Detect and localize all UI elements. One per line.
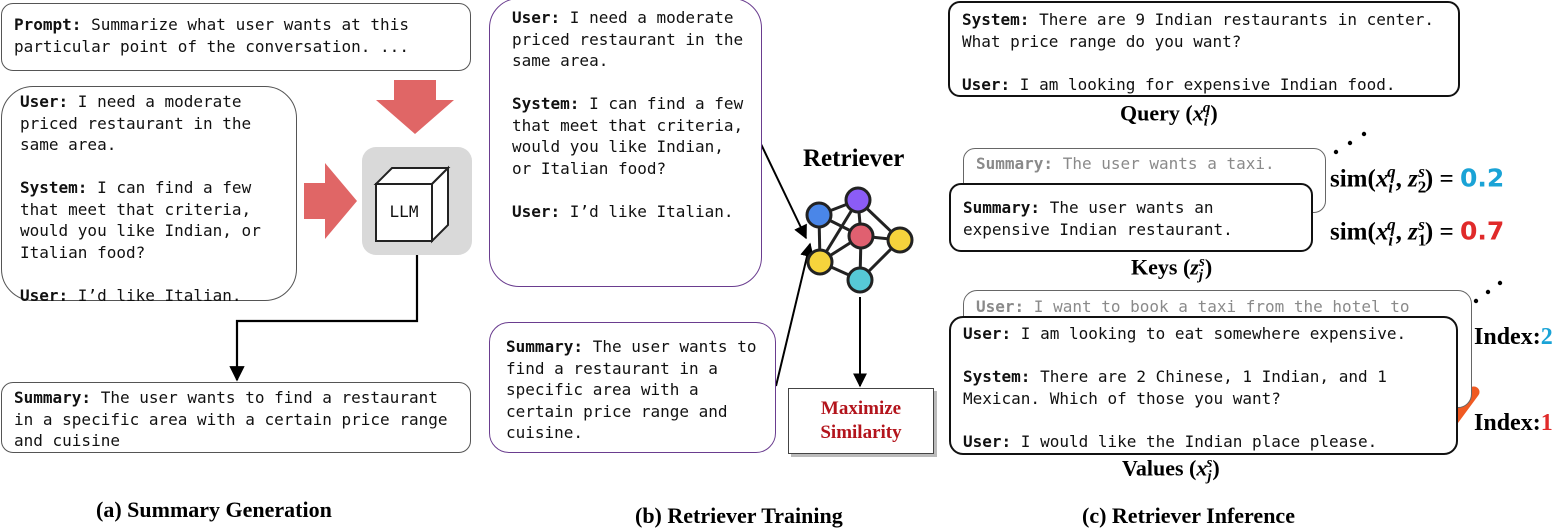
query-box: System: There are 9 Indian restaurants i… <box>948 1 1460 97</box>
index-2-key: Index: <box>1474 324 1541 350</box>
index-2-value: 2 <box>1540 324 1553 350</box>
summary-text: The user wants a taxi. <box>1053 154 1275 173</box>
dialogue-text: I can find a few that meet that criteria… <box>20 178 261 262</box>
speaker-label: User: <box>962 74 1011 94</box>
dialogue-text: There are 2 Chinese, 1 Indian, and 1 Mex… <box>963 367 1387 408</box>
speaker-label: System: <box>963 367 1031 386</box>
red-arrow-right <box>304 163 357 239</box>
llm-cube-icon <box>373 165 451 244</box>
dialogue-box-a: User: I need a moderate priced restauran… <box>1 86 297 305</box>
llm-label: LLM <box>389 202 419 221</box>
summary-box-b: Summary: The user wants to find a restau… <box>489 322 776 453</box>
speaker-label: System: <box>20 178 88 197</box>
dialogue-to-retriever-arrow <box>759 141 807 240</box>
dialogue-text: There are 9 Indian restaurants in center… <box>962 10 1435 51</box>
query-label: Query (xiq) <box>1120 100 1218 130</box>
similarity-score-1: sim(xiq, z1s) = 0.7 <box>1330 215 1505 250</box>
similarity-score-2: sim(xiq, z2s) = 0.2 <box>1330 162 1505 197</box>
dialogue-text: I am looking to eat somewhere expensive. <box>1011 324 1407 343</box>
dialogue-text: I can find a few that meet that criteria… <box>512 94 744 178</box>
query-label-text: Query <box>1120 100 1180 126</box>
speaker-label: User: <box>512 201 561 221</box>
summary-key: Summary: <box>506 337 584 356</box>
dialogue-text: I am looking for expensive Indian food. <box>1010 74 1396 94</box>
speaker-label: User: <box>963 431 1012 451</box>
speaker-label: User: <box>20 92 69 111</box>
index-1-key: Index: <box>1474 410 1541 436</box>
retriever-network-icon <box>805 186 914 294</box>
caption-b: (b) Retriever Training <box>635 503 843 528</box>
llm-block: LLM <box>362 147 472 255</box>
sim-func-label: sim <box>1330 218 1368 246</box>
objective-line-2: Similarity <box>820 422 902 443</box>
values-label: Values (xjs) <box>1122 455 1220 485</box>
summary-text: The user wants to find a restaurant in a… <box>14 388 448 450</box>
dialogue-box-b: User: I need a moderate priced restauran… <box>489 0 762 287</box>
dialogue-text: I need a moderate priced restaurant in t… <box>512 8 744 70</box>
index-1-label: Index:1 <box>1474 410 1553 437</box>
prompt-key: Prompt: <box>14 15 82 34</box>
sim-func-label: sim <box>1330 165 1368 193</box>
caption-a: (a) Summary Generation <box>96 497 332 522</box>
index-1-value: 1 <box>1540 410 1553 436</box>
keys-label-text: Keys <box>1131 254 1178 280</box>
objective-line-1: Maximize <box>820 398 902 419</box>
value-card-front: User: I am looking to eat somewhere expe… <box>949 316 1458 455</box>
values-label-text: Values <box>1122 455 1184 481</box>
speaker-label: User: <box>512 8 561 27</box>
speaker-label: User: <box>976 297 1025 316</box>
retriever-label: Retriever <box>803 145 905 172</box>
dialogue-text: I would like the Indian place please. <box>1011 431 1378 451</box>
speaker-label: System: <box>962 10 1030 29</box>
prompt-text: Summarize what user wants at this partic… <box>14 15 409 56</box>
ellipsis-dots-mid <box>1473 280 1503 304</box>
summary-box-a: Summary: The user wants to find a restau… <box>1 382 471 453</box>
keys-label: Keys (zjs) <box>1131 254 1213 284</box>
ellipsis-dots-top <box>1333 131 1367 155</box>
dialogue-text: I want to book a taxi from the hotel to <box>1024 297 1410 316</box>
caption-c: (c) Retriever Inference <box>1082 503 1295 528</box>
summary-to-retriever-arrow <box>775 242 814 387</box>
prompt-box: Prompt: Summarize what user wants at thi… <box>1 3 471 71</box>
dialogue-text: I’d like Italian. <box>560 201 734 221</box>
dialogue-text: I’d like Italian. <box>68 285 242 305</box>
summary-text: The user wants to find a restaurant in a… <box>506 337 757 442</box>
llm-to-summary-arrow <box>229 255 419 382</box>
red-arrow-down <box>376 80 454 134</box>
similarity-value-1: 0.7 <box>1460 216 1505 246</box>
summary-key: Summary: <box>976 154 1054 173</box>
key-card-front: Summary: The user wants an expensive Ind… <box>949 183 1313 252</box>
summary-key: Summary: <box>963 198 1041 217</box>
similarity-value-2: 0.2 <box>1460 163 1505 193</box>
index-2-label: Index:2 <box>1474 324 1553 351</box>
summary-key: Summary: <box>14 388 92 407</box>
objective-box: Maximize Similarity <box>788 388 934 454</box>
speaker-label: User: <box>963 324 1012 343</box>
speaker-label: System: <box>512 94 580 113</box>
summary-text: The user wants an expensive Indian resta… <box>963 198 1233 239</box>
dialogue-text: I need a moderate priced restaurant in t… <box>20 92 252 154</box>
speaker-label: User: <box>20 285 69 305</box>
